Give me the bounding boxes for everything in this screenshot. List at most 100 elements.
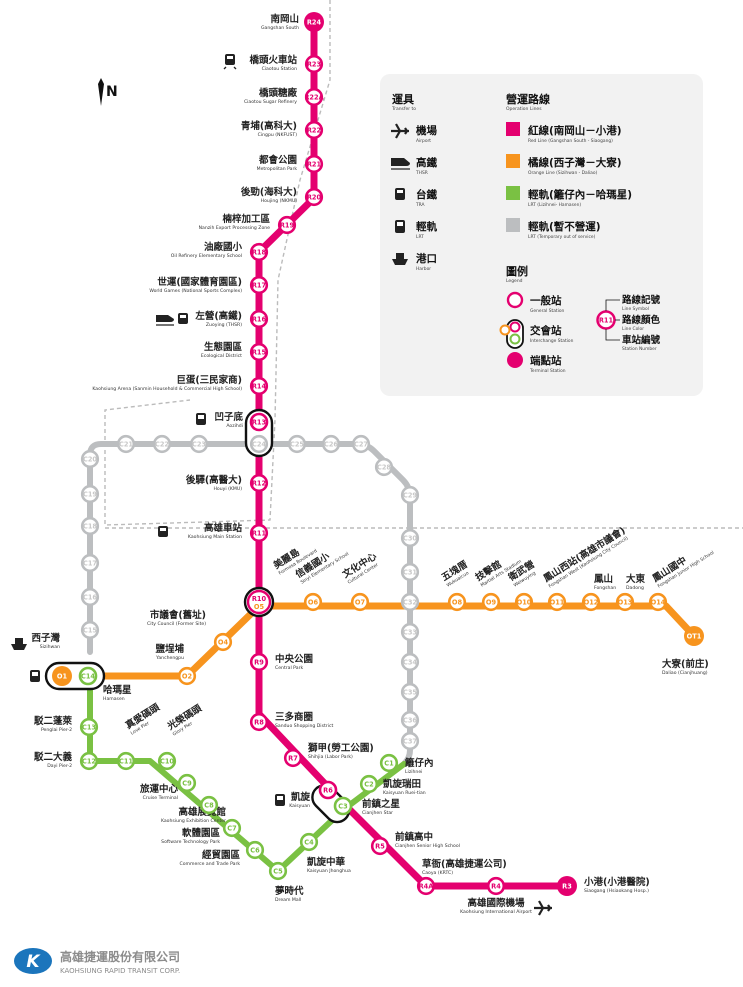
station-o6[interactable]: O6 (303, 592, 323, 612)
station-r3[interactable]: R3 (557, 876, 577, 896)
station-c34[interactable]: C34 (400, 652, 420, 672)
station-o4[interactable]: O4 (213, 632, 233, 652)
station-o10[interactable]: O10 (514, 592, 534, 612)
station-r17[interactable]: R17 (249, 275, 269, 295)
station-name-zh: 鹽埕埔 (155, 643, 184, 655)
station-c32[interactable]: C32 (400, 592, 420, 612)
station-c8[interactable]: C8 (199, 795, 219, 815)
station-c18[interactable]: C18 (80, 516, 100, 536)
station-c4[interactable]: C4 (299, 832, 319, 852)
station-o12[interactable]: O12 (581, 592, 601, 612)
station-c14[interactable]: C14 (78, 666, 98, 686)
station-c11[interactable]: C11 (116, 751, 136, 771)
station-name-zh: 大東 (626, 573, 646, 585)
station-name-en: Nanzih Export Processing Zone (199, 225, 271, 231)
station-c10[interactable]: C10 (157, 751, 177, 771)
station-c27[interactable]: C27 (351, 434, 371, 454)
station-code: R17 (252, 281, 267, 289)
station-c13[interactable]: C13 (79, 717, 99, 737)
station-c36[interactable]: C36 (400, 710, 420, 730)
station-c1[interactable]: C1 (379, 753, 399, 773)
station-r19[interactable]: R19 (277, 215, 297, 235)
station-code: C10 (160, 757, 174, 765)
station-code: R3 (562, 882, 572, 890)
station-r11[interactable]: R11 (249, 523, 269, 543)
station-r4a[interactable]: R4A (416, 876, 436, 896)
station-name-en: Lizihnei (405, 769, 422, 775)
station-r15[interactable]: R15 (249, 342, 269, 362)
station-c30[interactable]: C30 (400, 528, 420, 548)
station-r22[interactable]: R22 (304, 120, 324, 140)
station-code: C7 (227, 824, 237, 832)
station-code: O5 (254, 603, 265, 611)
station-c20[interactable]: C20 (80, 449, 100, 469)
station-code: C5 (273, 867, 283, 875)
station-c22[interactable]: C22 (152, 434, 172, 454)
station-o7[interactable]: O7 (350, 592, 370, 612)
station-c25[interactable]: C25 (287, 434, 307, 454)
station-c35[interactable]: C35 (400, 682, 420, 702)
station-c31[interactable]: C31 (400, 562, 420, 582)
station-r12[interactable]: R12 (249, 473, 269, 493)
station-o2[interactable]: O2 (177, 666, 197, 686)
station-c23[interactable]: C23 (189, 434, 209, 454)
station-o9[interactable]: O9 (481, 592, 501, 612)
station-r14[interactable]: R14 (249, 376, 269, 396)
station-c5[interactable]: C5 (268, 861, 288, 881)
station-o11[interactable]: O11 (547, 592, 567, 612)
station-code: R11 (252, 529, 267, 537)
legend-box (380, 74, 703, 396)
station-code: R20 (307, 193, 322, 201)
station-code: C18 (83, 522, 97, 530)
station-c6[interactable]: C6 (245, 840, 265, 860)
legend-line-en: LRT (Temporary out of service) (528, 234, 596, 240)
station-c26[interactable]: C26 (321, 434, 341, 454)
station-c37[interactable]: C37 (400, 731, 420, 751)
station-name-en: Aozihdi (226, 423, 243, 429)
station-c29[interactable]: C29 (400, 485, 420, 505)
station-c16[interactable]: C16 (80, 587, 100, 607)
station-r21[interactable]: R21 (304, 154, 324, 174)
station-c12[interactable]: C12 (79, 751, 99, 771)
station-c21[interactable]: C21 (116, 434, 136, 454)
station-name-zh: 楠梓加工區 (221, 213, 270, 225)
station-r18[interactable]: R18 (249, 242, 269, 262)
station-r5[interactable]: R5 (370, 836, 390, 856)
station-name-en: Sizihwan (40, 644, 60, 650)
station-r23[interactable]: R23 (304, 54, 324, 74)
station-name-en: Hamasen (103, 696, 125, 702)
station-c33[interactable]: C33 (400, 622, 420, 642)
station-c15[interactable]: C15 (80, 620, 100, 640)
station-c28[interactable]: C28 (374, 457, 394, 477)
station-r16[interactable]: R16 (249, 309, 269, 329)
station-r22a[interactable]: R22A (304, 87, 325, 107)
station-code: O14 (651, 598, 666, 606)
station-name-zh: 市議會(舊址) (150, 609, 206, 621)
station-c19[interactable]: C19 (80, 484, 100, 504)
station-o14[interactable]: O14 (648, 592, 668, 612)
station-r8[interactable]: R8 (249, 712, 269, 732)
station-c9[interactable]: C9 (177, 773, 197, 793)
station-ot1[interactable]: OT1 (684, 626, 704, 646)
station-r9[interactable]: R9 (249, 652, 269, 672)
station-c24[interactable]: C24 (249, 434, 269, 454)
station-r20[interactable]: R20 (304, 187, 324, 207)
station-c17[interactable]: C17 (80, 553, 100, 573)
station-r4[interactable]: R4 (486, 876, 506, 896)
station-name-zh: 經貿園區 (202, 849, 241, 861)
station-c3[interactable]: C3 (333, 796, 353, 816)
station-r24[interactable]: R24 (304, 12, 324, 32)
station-c7[interactable]: C7 (222, 818, 242, 838)
station-o8[interactable]: O8 (447, 592, 467, 612)
station-r7[interactable]: R7 (283, 748, 303, 768)
station-name-zh: 草衙(高雄捷運公司) (422, 858, 507, 870)
station-c2[interactable]: C2 (359, 774, 379, 794)
station-o13[interactable]: O13 (615, 592, 635, 612)
transfer-title: 運具 (392, 93, 414, 106)
station-name-en: Houjing (NKMU) (261, 198, 298, 204)
